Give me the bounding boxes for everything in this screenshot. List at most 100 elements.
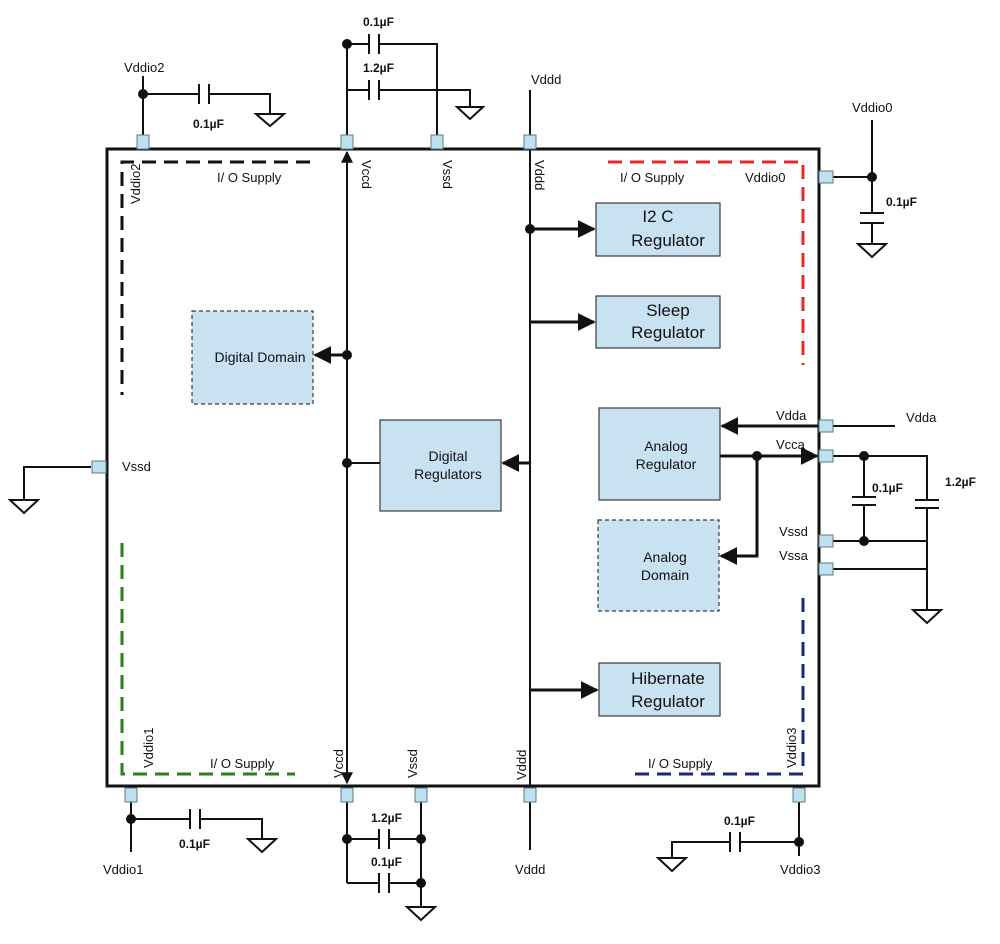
- ground-icon: [253, 113, 287, 128]
- pin-label-vssd-left: Vssd: [122, 459, 151, 474]
- external-label-vddio1: Vddio1: [103, 862, 143, 877]
- external-label-vddio3: Vddio3: [780, 862, 820, 877]
- ground-icon: [655, 857, 689, 873]
- cap-label-vccd-bottom-a: 1.2µF: [371, 811, 402, 825]
- junction-dot: [342, 834, 352, 844]
- junction-dot: [416, 878, 426, 888]
- pin-vcca: [818, 449, 834, 463]
- cap-label-vccd-top-b: 1.2µF: [363, 61, 394, 75]
- pin-label-vddio2: Vddio2: [128, 164, 143, 204]
- cap-label-vcca-a: 0.1µF: [872, 481, 903, 495]
- pin-vdda: [818, 419, 834, 433]
- pin-label-vddio0: Vddio0: [745, 170, 785, 185]
- vssd-left-wire: [23, 466, 91, 500]
- pin-label-vddio3: Vddio3: [784, 728, 799, 768]
- pin-label-vddd-bottom: Vddd: [514, 750, 529, 780]
- digital-regulators-block: [379, 419, 502, 512]
- pin-label-vssd-bottom: Vssd: [405, 749, 420, 778]
- io-supply-label-top-right: I/ O Supply: [620, 170, 685, 185]
- junction-dot: [416, 834, 426, 844]
- pin-vccd-top: [340, 134, 354, 150]
- vcca-to-analog-domain-arrow: [719, 456, 759, 565]
- pin-vddd-bottom: [523, 787, 537, 803]
- pin-vddd-top: [523, 134, 537, 150]
- pin-vssd-left: [91, 460, 107, 474]
- junction-dot: [867, 172, 877, 182]
- io-supply-outline-top-right: [608, 160, 805, 365]
- pin-label-vcca: Vcca: [776, 437, 806, 452]
- cap-label-vcca-b: 1.2µF: [945, 475, 976, 489]
- pin-label-vddd-top: Vddd: [532, 160, 547, 190]
- analog-domain-subtitle: Domain: [641, 567, 689, 583]
- external-label-vddd-bottom: Vddd: [515, 862, 545, 877]
- digital-domain-block: [191, 310, 314, 405]
- vddio2-cap-wire: [143, 93, 271, 114]
- junction-dot: [126, 814, 136, 824]
- vddio0-wire: [832, 120, 873, 244]
- pin-vssa: [818, 562, 834, 576]
- pin-label-vssd-right: Vssd: [779, 524, 808, 539]
- pin-label-vdda: Vdda: [776, 408, 807, 423]
- analog-domain-title: Analog: [643, 549, 687, 565]
- pin-vccd-bottom: [340, 787, 354, 803]
- junction-dot: [138, 89, 148, 99]
- ground-icon: [855, 243, 889, 259]
- pin-label-vccd-top: Vccd: [359, 160, 374, 189]
- ground-icon: [7, 499, 41, 515]
- cap-label-vddio2: 0.1µF: [193, 117, 224, 131]
- io-supply-label-top-left: I/ O Supply: [217, 170, 282, 185]
- junction-dot: [794, 837, 804, 847]
- io-supply-label-bottom-left: I/ O Supply: [210, 756, 275, 771]
- i2c-regulator-title: I2 C: [642, 207, 673, 226]
- junction-dot: [342, 350, 352, 360]
- junction-dot: [342, 458, 352, 468]
- sleep-regulator-block: [595, 295, 721, 349]
- hibernate-regulator-title: Hibernate: [631, 669, 705, 688]
- pin-vssd-top: [430, 134, 444, 150]
- digital-regulators-title: Digital: [429, 448, 468, 464]
- analog-regulator-block: [598, 407, 721, 501]
- sleep-regulator-title: Sleep: [646, 301, 689, 320]
- junction-dot: [859, 451, 869, 461]
- external-label-vddio2: Vddio2: [124, 60, 164, 75]
- digital-regulators-subtitle: Regulators: [414, 466, 482, 482]
- vddio3-cap-wire: [671, 841, 799, 858]
- pin-vssd-bottom: [414, 787, 428, 803]
- pin-vddio0: [818, 170, 834, 184]
- junction-dot: [342, 39, 352, 49]
- analog-domain-block: [597, 519, 720, 612]
- cap-label-vccd-bottom-b: 0.1µF: [371, 855, 402, 869]
- cap-label-vddio3: 0.1µF: [724, 814, 755, 828]
- junction-dot: [525, 224, 535, 234]
- i2c-regulator-subtitle: Regulator: [631, 231, 705, 250]
- chip-boundary: [105, 147, 821, 788]
- io-supply-outline-top-left: [120, 160, 310, 395]
- vccd-top-ground-wire: [437, 89, 471, 107]
- pin-vddio3: [792, 787, 806, 803]
- junction-dot: [859, 536, 869, 546]
- analog-regulator-title: Analog: [644, 438, 688, 454]
- pin-label-vccd-bottom: Vccd: [331, 749, 346, 778]
- ground-icon: [910, 609, 944, 625]
- pin-vddio1: [124, 787, 138, 803]
- pin-label-vssa: Vssa: [779, 548, 809, 563]
- external-label-vdda: Vdda: [906, 410, 937, 425]
- ground-icon: [245, 838, 279, 854]
- ground-icon: [454, 106, 486, 121]
- i2c-regulator-block: [595, 202, 721, 257]
- hibernate-regulator-block: [598, 662, 721, 717]
- io-supply-outline-bottom-left: [120, 543, 295, 776]
- cap-label-vccd-top-a: 0.1µF: [363, 15, 394, 29]
- ground-icon: [404, 906, 438, 922]
- external-label-vddio0: Vddio0: [852, 100, 892, 115]
- cap-label-vddio1: 0.1µF: [179, 837, 210, 851]
- external-label-vddd-top: Vddd: [531, 72, 561, 87]
- vddio1-cap-wire: [131, 818, 263, 839]
- io-supply-outline-bottom-right: [630, 598, 805, 776]
- analog-regulator-subtitle: Regulator: [636, 456, 697, 472]
- io-supply-label-bottom-right: I/ O Supply: [648, 756, 713, 771]
- pin-vddio2: [136, 134, 150, 150]
- pin-vssd-right: [818, 534, 834, 548]
- digital-domain-label: Digital Domain: [214, 349, 305, 365]
- sleep-regulator-subtitle: Regulator: [631, 323, 705, 342]
